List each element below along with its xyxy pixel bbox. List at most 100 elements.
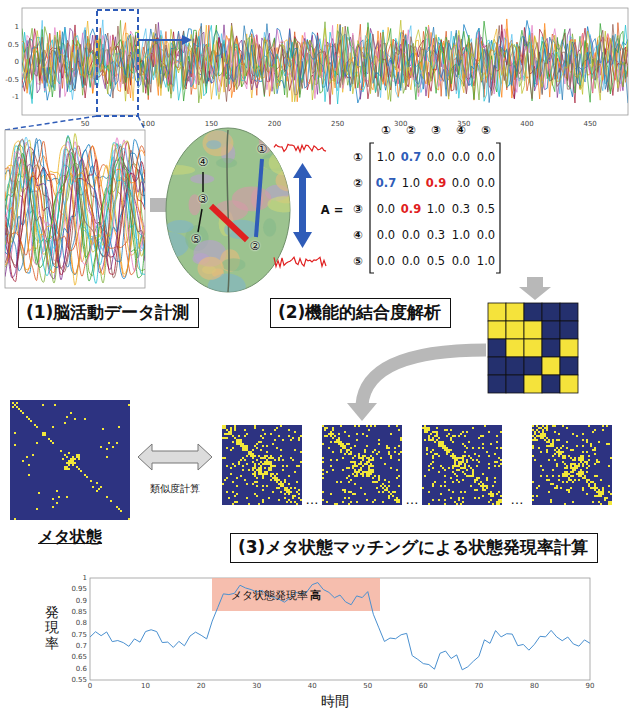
matrix-dot (342, 489, 344, 491)
matrix-dot (272, 443, 274, 445)
matrix-dot (258, 469, 260, 471)
matrix-dot (344, 491, 346, 493)
matrix-dot (224, 457, 226, 459)
matrix-dot (368, 471, 370, 473)
matrix-dot (282, 485, 284, 487)
matrix-dot (258, 471, 260, 473)
matrix-value: 1.0 (477, 255, 495, 268)
matrix-dot (472, 459, 474, 461)
matrix-dot (558, 433, 560, 435)
matrix-dot (228, 497, 230, 499)
matrix-dot (254, 473, 256, 475)
matrix-dot (398, 445, 400, 447)
matrix-dot (110, 500, 112, 502)
matrix-dot (542, 435, 544, 437)
matrix-dot (588, 479, 590, 481)
matrix-dot (274, 475, 276, 477)
matrix-dot (358, 471, 360, 473)
matrix-dot (582, 489, 584, 491)
matrix-dot (456, 479, 458, 481)
axis-title: 時間 (321, 693, 349, 709)
matrix-dot (598, 441, 600, 443)
matrix-dot (450, 449, 452, 451)
matrix-dot (468, 465, 470, 467)
brain-region (263, 218, 276, 237)
matrix-dot (12, 402, 14, 404)
brain-region (222, 258, 246, 271)
matrix-dot (378, 479, 380, 481)
matrix-dot (66, 462, 68, 464)
matrix-dot (396, 501, 398, 503)
matrix-dot (436, 453, 438, 455)
matrix-dot (570, 463, 572, 465)
matrix-dot (606, 443, 608, 445)
matrix-dot (588, 459, 590, 461)
matrix-dot (538, 427, 540, 429)
matrix-value: 1.0 (377, 151, 395, 164)
matrix-dot (566, 473, 568, 475)
matrix-dot (582, 487, 584, 489)
matrix-dot (388, 481, 390, 483)
matrix-dot (254, 445, 256, 447)
matrix-row-label: ⑤ (353, 255, 363, 268)
matrix-dot (498, 501, 500, 503)
matrix-dot (362, 459, 364, 461)
matrix-dot (480, 481, 482, 483)
matrix-dot (262, 499, 264, 501)
matrix-dot (462, 501, 464, 503)
matrix-dot (430, 463, 432, 465)
matrix-cell (488, 357, 506, 375)
matrix-dot (494, 453, 496, 455)
matrix-dot (532, 455, 534, 457)
matrix-dot (234, 465, 236, 467)
matrix-dot (430, 433, 432, 435)
matrix-dot (340, 449, 342, 451)
matrix-dot (384, 463, 386, 465)
matrix-dot (294, 495, 296, 497)
matrix-dot (254, 465, 256, 467)
matrix-dot (602, 491, 604, 493)
matrix-dot (26, 456, 28, 458)
matrix-dot (276, 477, 278, 479)
matrix-dot (298, 493, 300, 495)
matrix-row-label: ① (353, 151, 363, 164)
inset-trace (5, 138, 145, 271)
matrix-dot (594, 447, 596, 449)
matrix-dot (480, 435, 482, 437)
matrix-dot (588, 465, 590, 467)
correlation-arrow (293, 163, 312, 178)
matrix-dot (254, 463, 256, 465)
matrix-cell (524, 357, 542, 375)
matrix-dot (354, 463, 356, 465)
matrix-dot (578, 475, 580, 477)
matrix-dot (370, 459, 372, 461)
matrix-dot (458, 435, 460, 437)
brain-region (269, 150, 300, 175)
matrix-dot (394, 447, 396, 449)
matrix-dot (298, 465, 300, 467)
matrix-dot (588, 483, 590, 485)
matrix-dot (352, 461, 354, 463)
matrix-dot (454, 455, 456, 457)
matrix-dot (364, 493, 366, 495)
brain-label: ① (257, 143, 268, 157)
matrix-dot (330, 459, 332, 461)
matrix-dot (336, 441, 338, 443)
matrix-dot (230, 473, 232, 475)
matrix-dot (96, 490, 98, 492)
matrix-dot (68, 460, 70, 462)
matrix-dot (262, 501, 264, 503)
matrix-dot (254, 427, 256, 429)
matrix-dot (72, 462, 74, 464)
matrix-dot (72, 464, 74, 466)
matrix-dot (424, 427, 426, 429)
matrix-name: A = (321, 204, 344, 217)
matrix-dot (482, 485, 484, 487)
matrix-dot (600, 493, 602, 495)
matrix-dot (452, 457, 454, 459)
matrix-dot (294, 449, 296, 451)
matrix-dot (604, 497, 606, 499)
matrix-dot (594, 449, 596, 451)
matrix-dot (30, 420, 32, 422)
matrix-dot (236, 439, 238, 441)
